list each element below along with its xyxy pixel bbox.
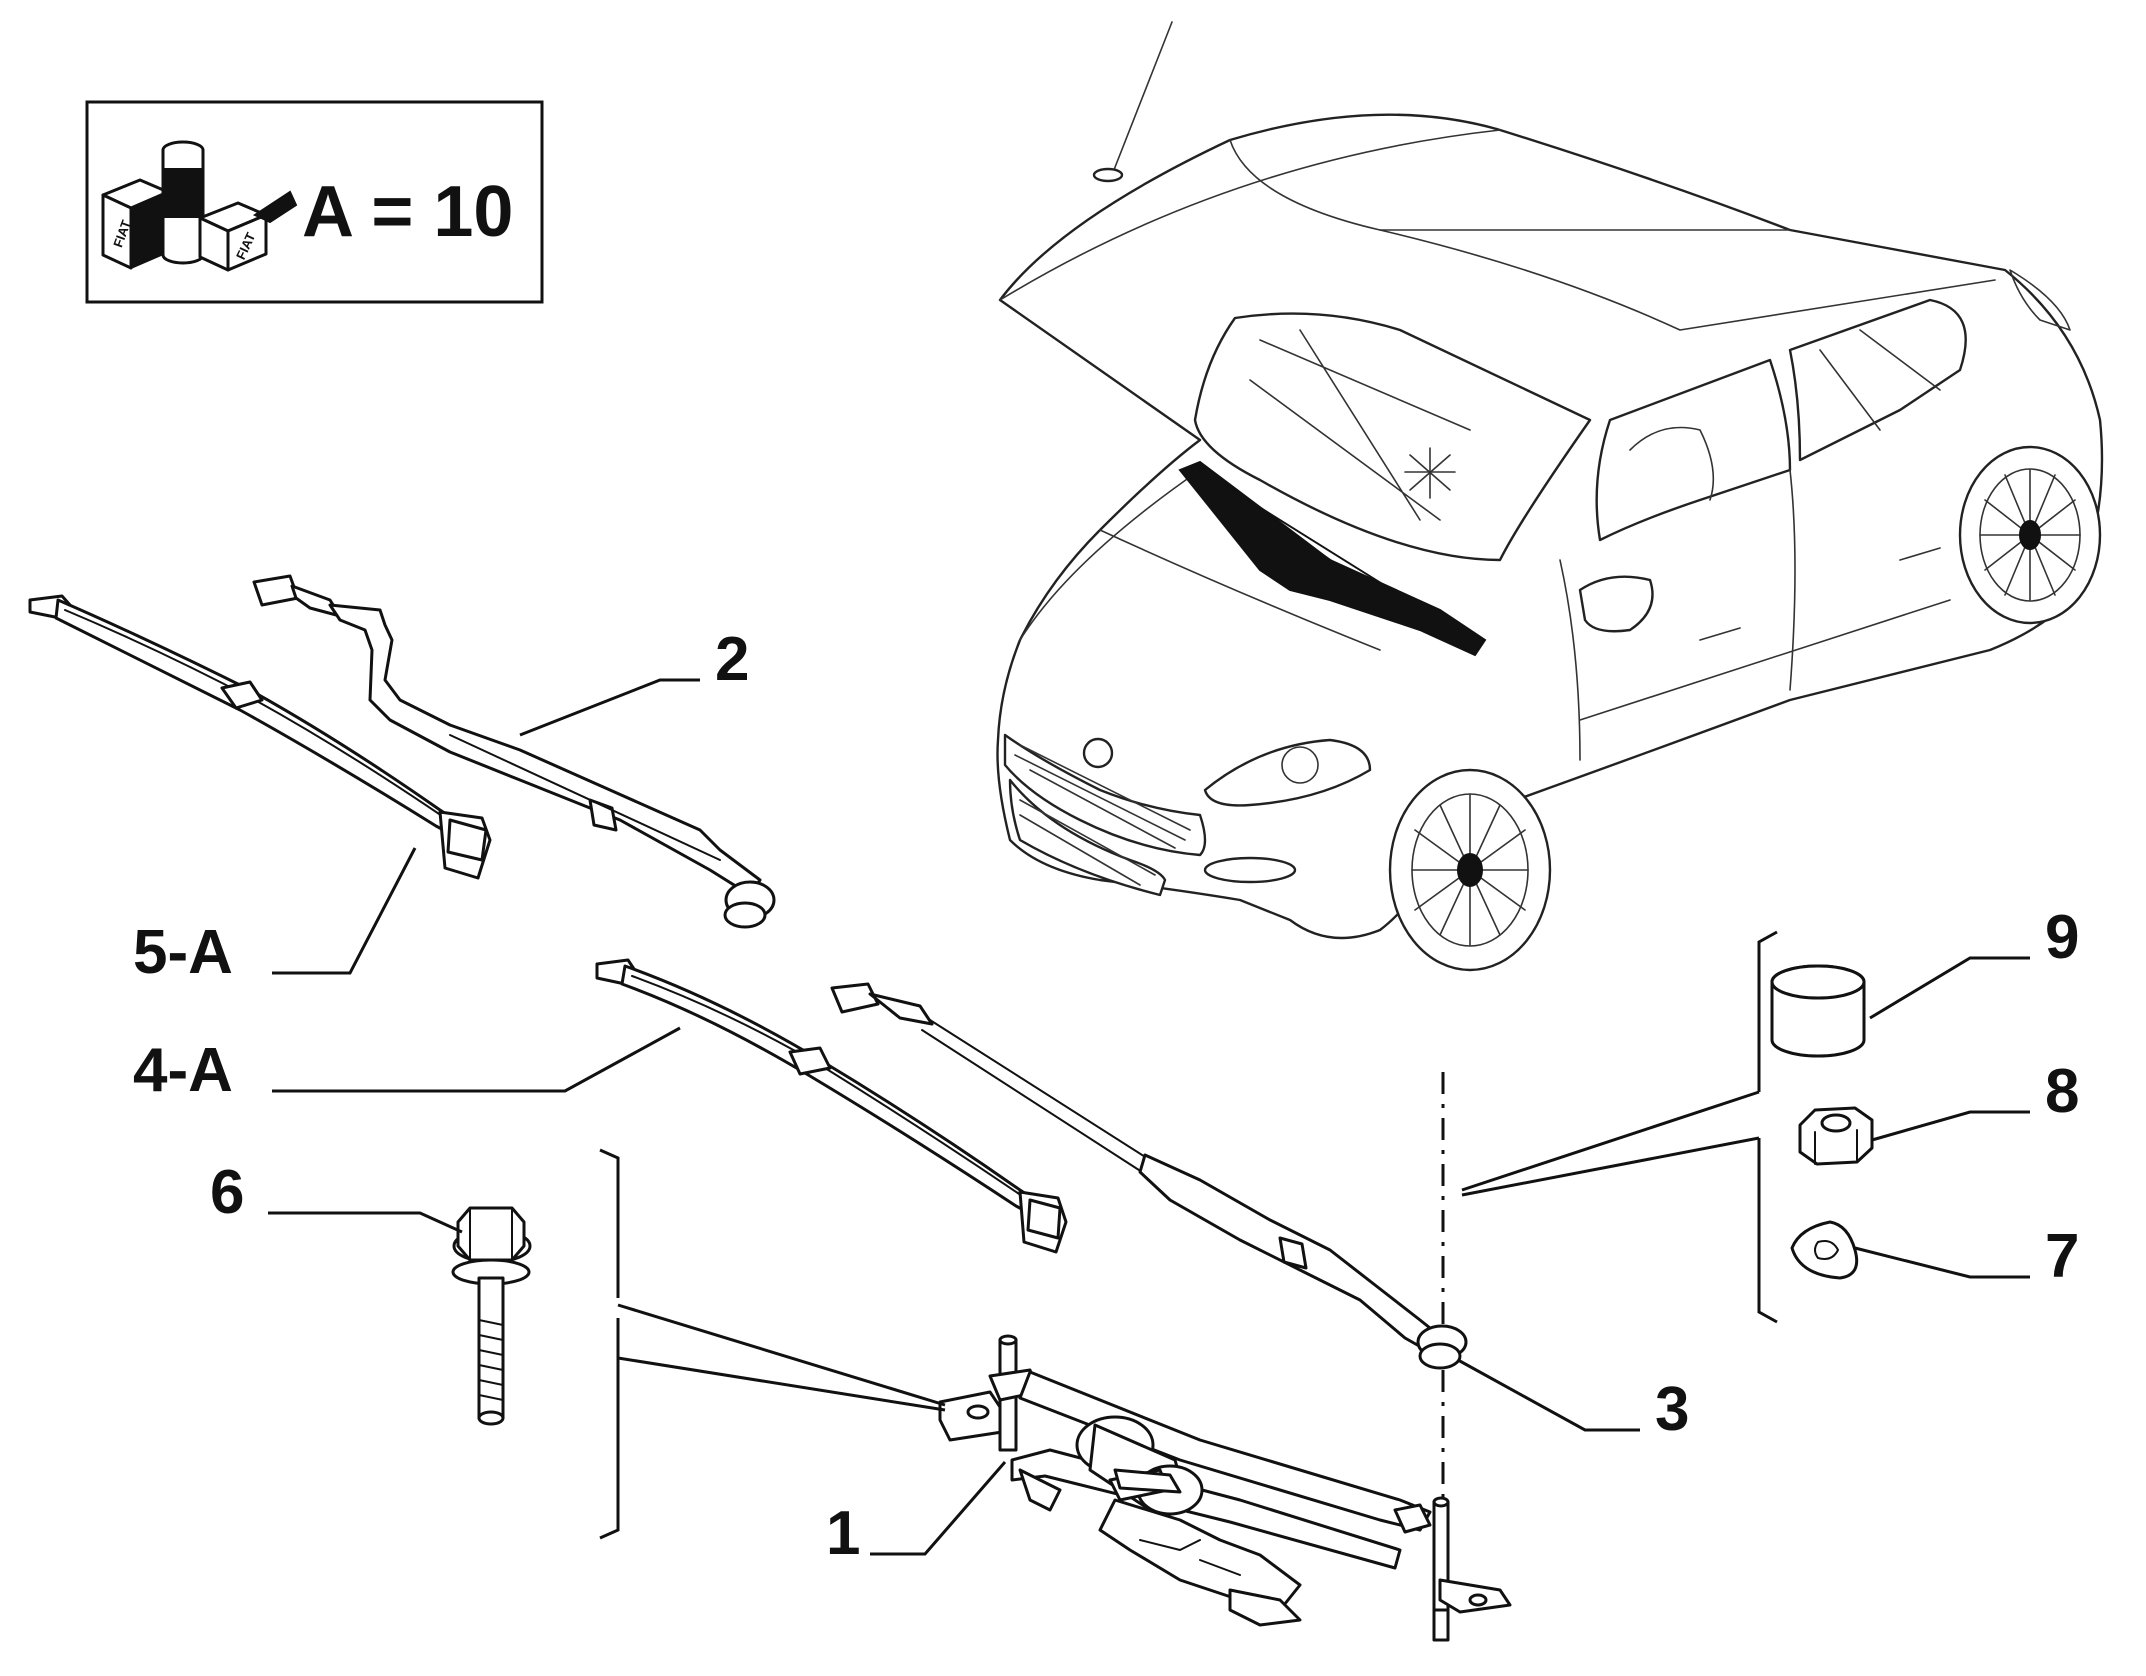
leader-6 (268, 1211, 463, 1234)
leader-4A (272, 1026, 681, 1093)
front-wheel (1388, 768, 1552, 972)
fiat-kit-icon: FIAT FIAT FIAT (101, 140, 298, 272)
bolt-6 (451, 1206, 532, 1426)
quantity-formula: A = 10 (302, 172, 513, 252)
washer-7 (1790, 1220, 1859, 1280)
wiper-arm-2 (252, 574, 776, 929)
rubber-cap-9 (1770, 964, 1866, 1058)
brand-label-2: FIAT (180, 182, 195, 210)
wiper-blade-4A (595, 958, 1068, 1254)
wiper-blade-5A (28, 594, 492, 880)
leader-lines (268, 678, 2030, 1556)
callout-labels: 2 5-A 4-A 6 1 3 9 8 7 (133, 625, 2079, 1568)
callout-2: 2 (715, 625, 749, 694)
callout-4A: 4-A (133, 1036, 233, 1105)
leader-5A (272, 847, 417, 975)
car-pivot-star (1404, 447, 1456, 499)
windshield (1193, 312, 1592, 562)
callout-7: 7 (2045, 1222, 2079, 1291)
car-logo (1082, 737, 1114, 769)
side-mirror (1578, 575, 1654, 633)
fog-lamp (1203, 856, 1297, 884)
leader-8 (1871, 1110, 2030, 1142)
wiper-linkage-1 (938, 1334, 1512, 1642)
lower-grille (1008, 778, 1167, 897)
car-wiper-linkage (1178, 460, 1487, 657)
nut-8 (1798, 1106, 1874, 1166)
leader-2 (519, 678, 700, 737)
callout-3: 3 (1655, 1375, 1689, 1444)
callout-1: 1 (826, 1499, 860, 1568)
callout-9: 9 (2045, 903, 2079, 972)
leader-9 (1869, 956, 2030, 1020)
cylinder-band (163, 168, 203, 218)
front-side-window (1595, 358, 1792, 542)
wiper-arm-3 (830, 982, 1468, 1370)
rear-wheel (1958, 445, 2102, 625)
leader-7 (1854, 1246, 2030, 1279)
leader-3 (1457, 1358, 1640, 1432)
callout-6: 6 (210, 1158, 244, 1227)
rear-side-window (1788, 298, 1967, 462)
callout-5A: 5-A (133, 918, 233, 987)
leader-1 (870, 1461, 1007, 1556)
assembly-brackets (599, 930, 1778, 1540)
headlamp (1203, 738, 1372, 807)
car-illustration (996, 21, 2104, 972)
callout-8: 8 (2045, 1057, 2079, 1126)
legend-box: FIAT FIAT FIAT A = 10 (85, 100, 544, 304)
antenna (1109, 21, 1173, 181)
